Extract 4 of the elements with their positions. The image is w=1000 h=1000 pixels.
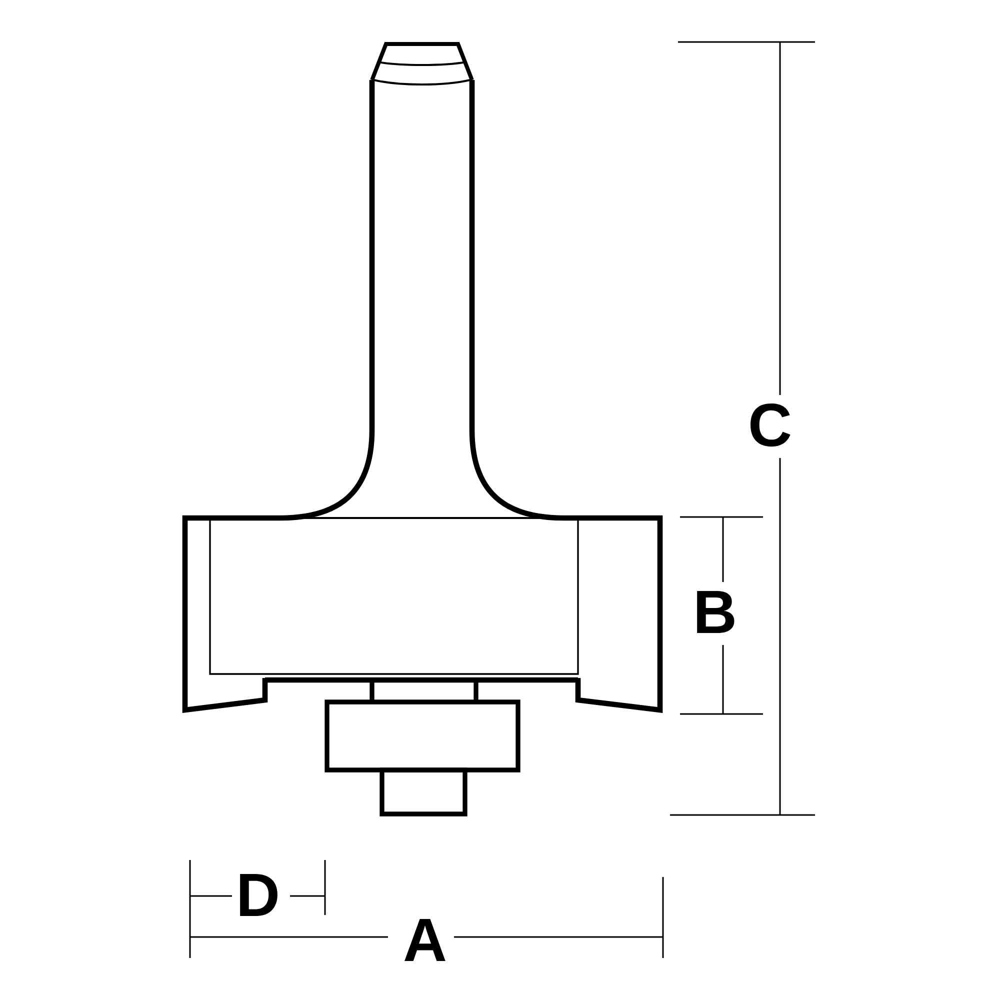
dimension-label: C (750, 403, 790, 447)
dimension-label: B (697, 591, 734, 633)
dimension-label: D (240, 874, 278, 916)
dimension-label: A (404, 919, 446, 961)
